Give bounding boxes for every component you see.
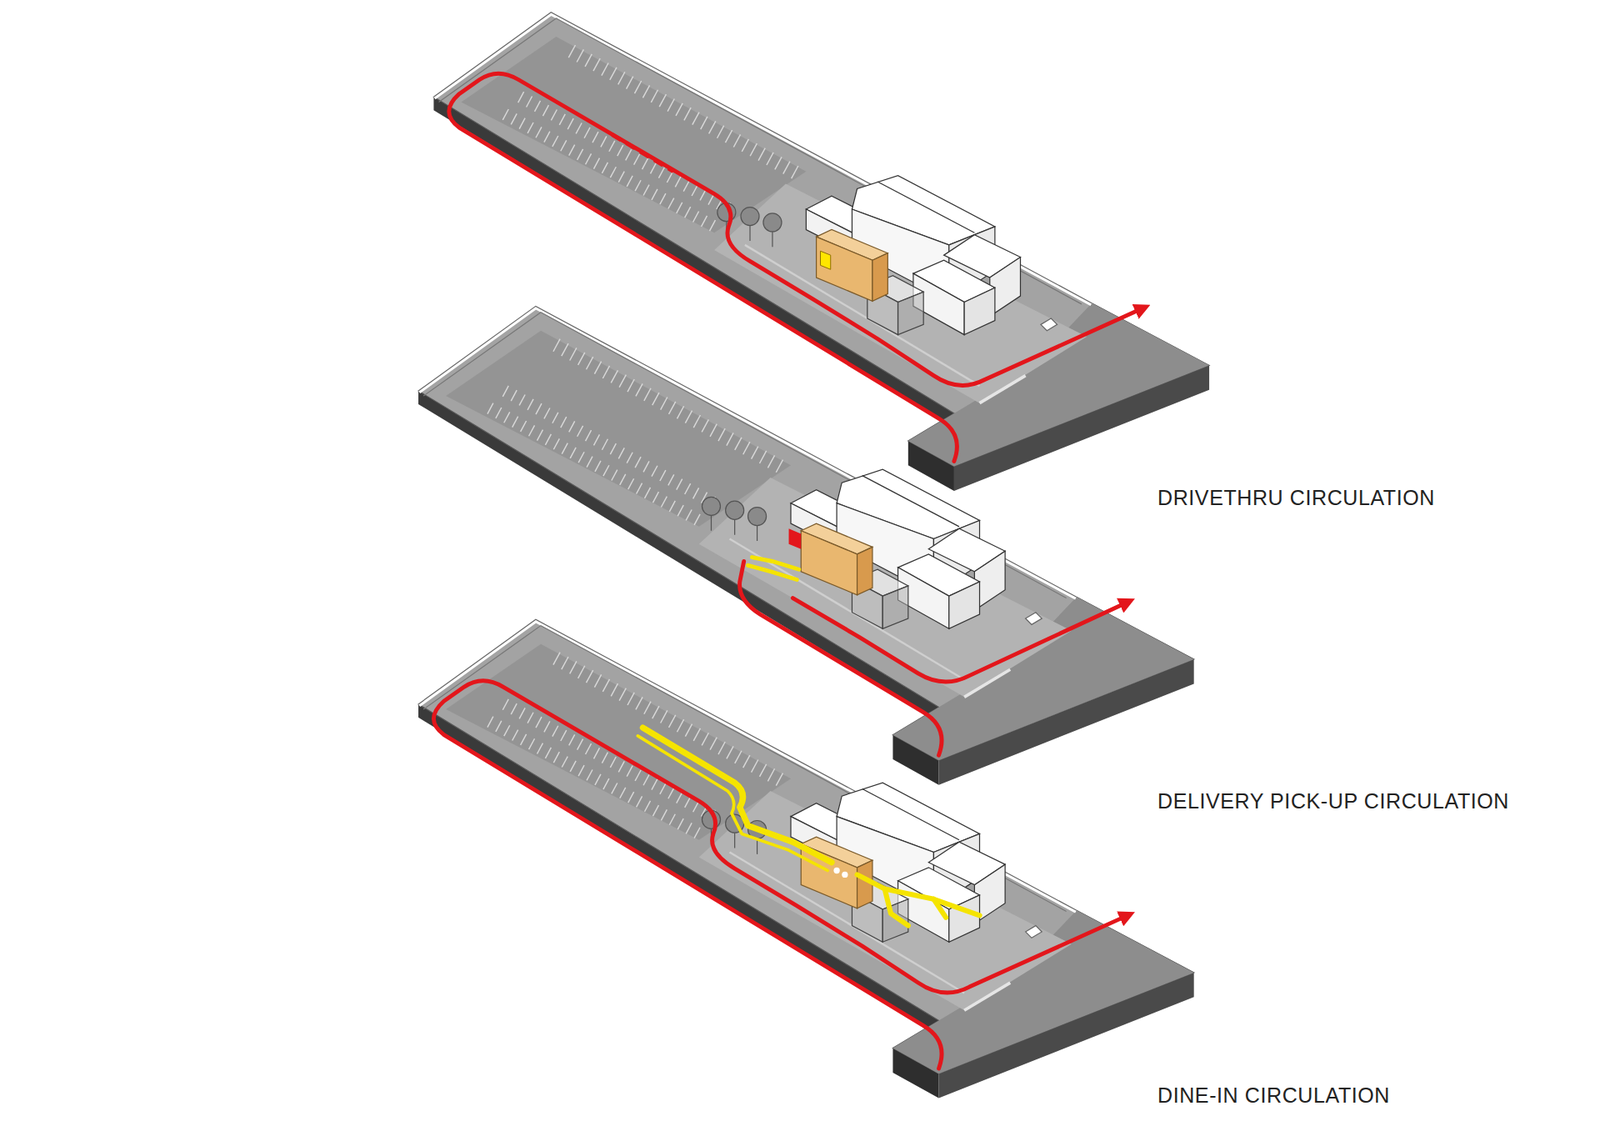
diagram-caption: DELIVERY PICK-UP CIRCULATION [1157,788,1510,814]
diagram-caption: DINE-IN CIRCULATION [1157,1082,1390,1108]
dine-in-site [418,619,1195,1098]
diagram-caption: DRIVETHRU CIRCULATION [1157,485,1435,510]
